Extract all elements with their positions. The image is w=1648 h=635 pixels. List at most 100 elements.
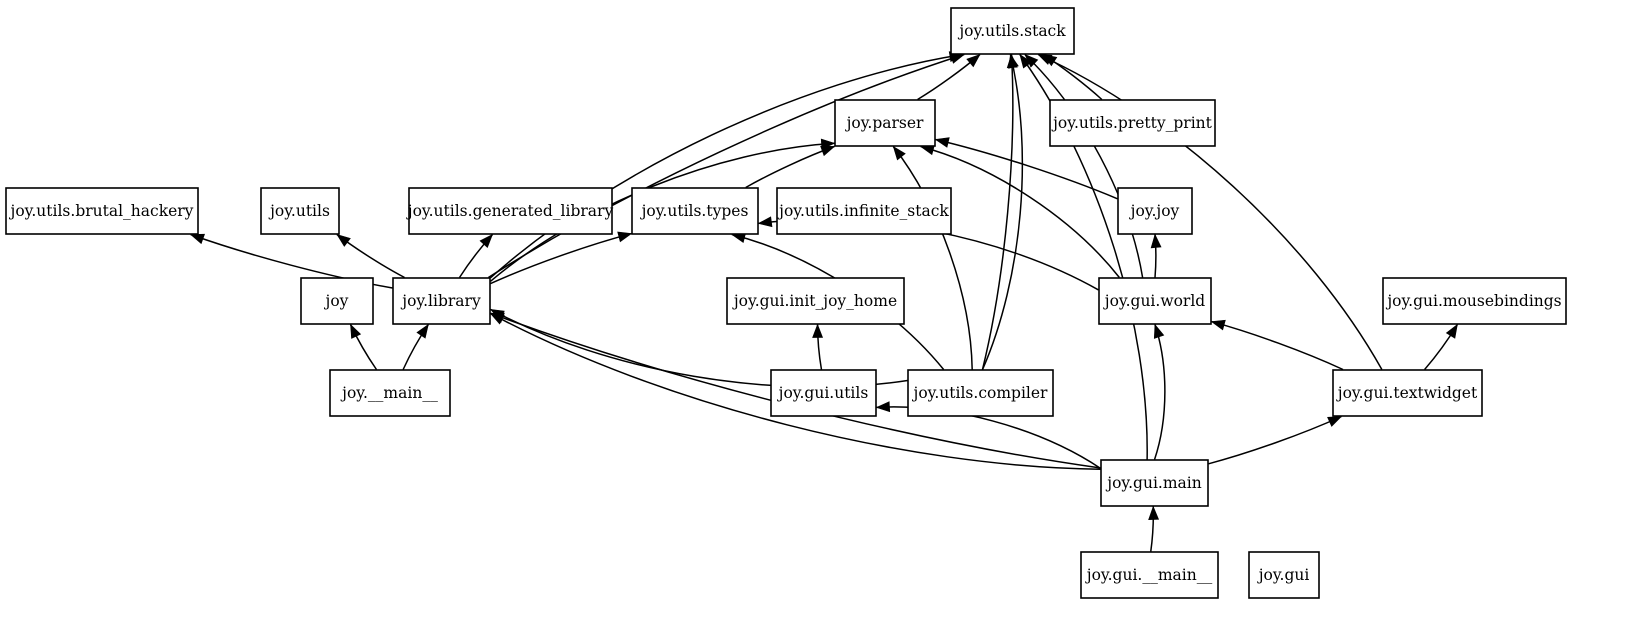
edge-arrowhead [489,312,505,323]
edge-arrowhead [1327,416,1343,427]
edge-arrowhead [949,53,965,64]
edge-arrowhead [350,323,362,339]
edge-arrowhead [875,401,891,413]
edge-joy-utils-types-to-joy-parser [745,145,835,189]
edge-arrowhead [1019,53,1033,69]
node-box [329,369,451,417]
node-label: joy [324,292,349,310]
node-label: joy.library [400,292,481,310]
node-label: joy.gui.mousebindings [1385,292,1561,310]
edge-arrowhead [1006,53,1018,69]
node-label: joy.parser [845,114,924,132]
edge-joy-utils-compiler-to-joy-parser [892,146,973,370]
edges-layer [189,51,1459,552]
node-joy-gui-init-joy-home[interactable]: joy.gui.init_joy_home [726,277,905,325]
nodes-layer: joy.utils.stack joy.parser joy.utils.prett… [5,7,1567,599]
node-label: joy.utils.compiler [912,384,1048,402]
edge-arrowhead [1148,505,1160,520]
node-joy-utils-generated-library[interactable]: joy.utils.generated_library [406,187,614,235]
node-joy-gui-world[interactable]: joy.gui.world [1098,277,1212,325]
node-joy-gui-utils[interactable]: joy.gui.utils [770,369,877,417]
edge-joy-gui-world-to-joy-utils-stack [1024,53,1144,278]
node-label: joy.gui.textwidget [1336,384,1478,402]
node-joy-utils-types[interactable]: joy.utils.types [631,187,759,235]
edge-arrowhead [1445,323,1458,339]
edge-arrowhead [812,323,824,338]
edge-arrowhead [416,323,429,339]
edge-joy-gui-textwidget-to-joy-gui-world [1211,320,1344,371]
node-label: joy.gui.utils [777,384,869,402]
edge-arrowhead [966,53,981,68]
node-joy-library[interactable]: joy.library [392,277,491,325]
node-box [950,7,1075,55]
node-label: joy.gui.world [1103,292,1206,310]
node-joy-joy[interactable]: joy.joy [1117,187,1193,235]
node-label: joy.utils.brutal_hackery [9,202,194,220]
node-joy-gui-textwidget[interactable]: joy.gui.textwidget [1332,369,1483,417]
node-label: joy.utils [268,202,330,220]
node-box [1382,277,1567,325]
edge-joy-library-to-joy-utils-stack [490,53,963,279]
edge-arrowhead [892,145,906,161]
node-joy-gui[interactable]: joy.gui [1248,551,1320,599]
edge-joy-library-to-joy-utils-stack [488,53,965,279]
node-joy-utils-infinite-stack[interactable]: joy.utils.infinite_stack [776,187,952,235]
edge-arrowhead [1037,54,1053,65]
node-label: joy.utils.pretty_print [1051,114,1213,132]
node-label: joy.utils.types [640,202,749,220]
node-box [1332,369,1483,417]
node-joy-gui-mousebindings[interactable]: joy.gui.mousebindings [1382,277,1567,325]
edge-arrowhead [820,145,836,157]
node-box [300,277,374,325]
edge-arrowhead [934,137,950,148]
node-joy-utils-brutal-hackery[interactable]: joy.utils.brutal_hackery [5,187,199,235]
node-label: joy.gui.__main__ [1085,566,1213,584]
node-label: joy.gui.init_joy_home [732,292,897,310]
edge-arrowhead [1153,323,1165,339]
node-label: joy.gui [1257,566,1310,584]
edge-joy-gui-main-to-joy-gui-world [1153,324,1166,460]
node-joy-utils-compiler[interactable]: joy.utils.compiler [907,369,1054,417]
edge-joy-gui-main-to-joy-gui-utils [876,406,1101,469]
node-label: joy.utils.generated_library [406,202,614,220]
node-joy---main--[interactable]: joy.__main__ [329,369,451,417]
node-joy-gui---main--[interactable]: joy.gui.__main__ [1080,551,1219,599]
edge-joy-utils-compiler-to-joy-utils-stack [981,54,1014,370]
node-box [631,187,759,235]
edge-joy-gui-world-to-joy-parser [920,145,1120,278]
node-joy-utils-pretty-print[interactable]: joy.utils.pretty_print [1049,99,1216,147]
node-box [1098,277,1212,325]
edge-joy-library-to-joy-parser [490,142,835,282]
edge-arrowhead [1150,233,1162,249]
node-joy[interactable]: joy [300,277,374,325]
node-joy-parser[interactable]: joy.parser [834,99,936,147]
node-box [1080,551,1219,599]
edge-joy-gui-textwidget-to-joy-utils-stack [1037,53,1383,370]
node-box [1100,459,1209,507]
node-box [907,369,1054,417]
node-box [392,277,491,325]
node-label: joy.utils.stack [957,22,1066,40]
edge-joy-gui-main-to-joy-library [490,312,1101,470]
edge-arrowhead [479,233,494,249]
node-box [776,187,952,235]
edge-joy-gui-main-to-joy-gui-textwidget [1208,415,1342,465]
edge-joy-utils-compiler-to-joy-utils-stack [981,54,1024,370]
node-label: joy.__main__ [340,384,438,402]
node-box [1248,551,1320,599]
node-joy-utils-stack[interactable]: joy.utils.stack [950,7,1075,55]
edge-arrowhead [757,216,773,228]
node-box [5,187,199,235]
node-box [408,187,613,235]
node-joy-utils[interactable]: joy.utils [260,187,340,235]
node-joy-gui-main[interactable]: joy.gui.main [1100,459,1209,507]
edge-arrowhead [1210,319,1226,331]
edge-arrowhead [336,233,351,247]
edge-joy-library-to-joy-utils-types [490,232,632,285]
node-box [770,369,877,417]
edge-joy-joy-to-joy-parser [935,138,1118,200]
node-box [726,277,905,325]
node-box [1049,99,1216,147]
